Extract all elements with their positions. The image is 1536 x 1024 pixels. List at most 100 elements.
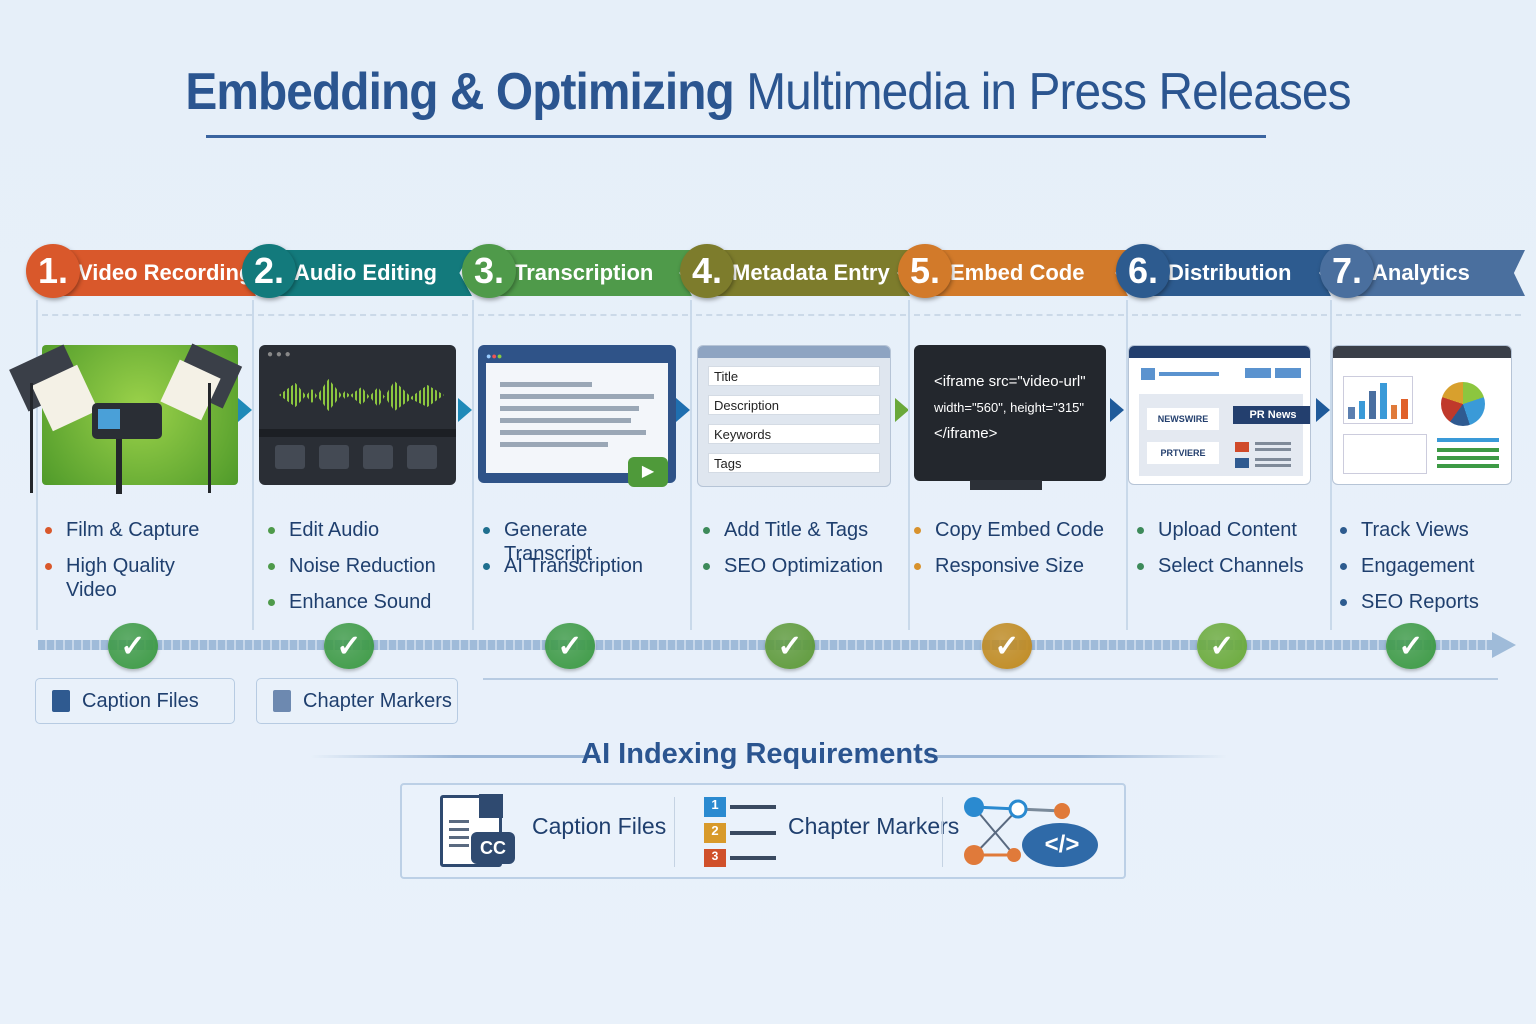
step-bullet: Edit Audio [268, 518, 458, 542]
metadata-tags-field: Tags [708, 453, 880, 473]
network-graph-icon [964, 797, 1098, 867]
chapter-list-icon: 1 2 3 [704, 797, 776, 867]
bullet-text: High Quality Video [66, 555, 175, 601]
network-code-icon: </> [962, 793, 1102, 873]
step-number-7: 7. [1320, 244, 1374, 298]
dashed-divider [1132, 314, 1327, 316]
step-complete-check-icon: ✓ [1197, 623, 1247, 669]
bullet-dot [1340, 527, 1347, 534]
bullet-text: Select Channels [1158, 555, 1304, 577]
bullet-text: Noise Reduction [289, 555, 436, 577]
step-number-2: 2. [242, 244, 296, 298]
flow-arrow-icon [895, 398, 909, 422]
caption-file-cc-icon: CC [440, 794, 515, 867]
bullet-dot [1137, 563, 1144, 570]
ai-chapter-markers-label: Chapter Markers [788, 813, 960, 839]
line-chart-icon [1343, 434, 1427, 474]
step-bullet: Upload Content [1137, 518, 1327, 542]
bullet-dot [1137, 527, 1144, 534]
column-divider [908, 300, 910, 630]
metadata-keywords-field: Keywords [708, 424, 880, 444]
code-brackets-label: </> [1044, 831, 1080, 858]
step-complete-check-icon: ✓ [1386, 623, 1436, 669]
step-number-5: 5. [898, 244, 952, 298]
volume-button-icon [319, 445, 349, 469]
column-divider [36, 300, 38, 630]
step-complete-check-icon: ✓ [545, 623, 595, 669]
chapter-markers-label: Chapter Markers [303, 689, 452, 712]
metadata-title-field: Title [708, 366, 880, 386]
bullet-text: Generate Transcript [504, 519, 593, 565]
bullet-text: Engagement [1361, 555, 1475, 577]
distribution-browser-illustration: NEWSWIRE PR News PRTVIERE [1128, 345, 1311, 485]
step-banner-1: Video Recording [46, 250, 256, 296]
chapter-number-1: 1 [704, 797, 726, 817]
title-underline [206, 135, 1266, 138]
step-label: Analytics [1372, 260, 1470, 285]
dashed-divider [42, 314, 252, 316]
step-bullet: Track Views [1340, 518, 1530, 542]
ai-caption-files-label: Caption Files [532, 813, 667, 839]
step-banner-5: Embed Code [918, 250, 1128, 296]
ai-indexing-panel: CC Caption Files 1 2 3 Chapter Markers <… [400, 783, 1126, 879]
step-bullet: SEO Optimization [703, 554, 893, 578]
step-label: Metadata Entry [732, 260, 890, 285]
step-label: Transcription [514, 260, 654, 285]
step-number-1: 1. [26, 244, 80, 298]
flow-arrow-icon [458, 398, 472, 422]
step-label: Embed Code [950, 260, 1085, 285]
flow-arrow-icon [1110, 398, 1124, 422]
step-number-4: 4. [680, 244, 734, 298]
page-title: Embedding & Optimizing Multimedia in Pre… [61, 62, 1474, 122]
column-divider [1126, 300, 1128, 630]
ai-indexing-title: AI Indexing Requirements [581, 738, 939, 770]
bar-chart-icon [1343, 376, 1413, 424]
bullet-text: AI Transcription [504, 555, 643, 577]
divider [483, 678, 1498, 680]
video-recording-illustration [0, 343, 243, 498]
step-bullet: SEO Reports [1340, 590, 1530, 614]
step-bullet: Select Channels [1137, 554, 1327, 578]
waveform [279, 379, 444, 411]
bullet-text: Responsive Size [935, 555, 1084, 577]
bullet-text: Enhance Sound [289, 591, 432, 613]
bullet-dot [914, 563, 921, 570]
bullet-text: Track Views [1361, 519, 1469, 541]
bullet-dot [268, 599, 275, 606]
chapter-number-2: 2 [704, 823, 726, 843]
bullet-text: Film & Capture [66, 519, 200, 541]
step-label: Video Recording [78, 260, 253, 285]
audio-editor-illustration: ● ● ● [259, 345, 456, 485]
step-complete-check-icon: ✓ [765, 623, 815, 669]
metadata-form-illustration: Title Description Keywords Tags [697, 345, 891, 487]
bullet-text: SEO Reports [1361, 591, 1479, 613]
step-label: Distribution [1168, 260, 1292, 285]
embed-code-screen: <iframe src="video-url" width="560", hei… [914, 345, 1106, 481]
bullet-dot [1340, 599, 1347, 606]
embed-code-line-2: width="560", height="315" [934, 400, 1085, 415]
step-complete-check-icon: ✓ [108, 623, 158, 669]
bullet-dot [268, 563, 275, 570]
column-divider [690, 300, 692, 630]
bullet-dot [45, 527, 52, 534]
step-bullet: Film & Capture [45, 518, 235, 542]
bullet-text: SEO Optimization [724, 555, 883, 577]
dashed-divider [696, 314, 906, 316]
step-complete-check-icon: ✓ [324, 623, 374, 669]
bullet-dot [268, 527, 275, 534]
reel-button-icon [407, 445, 437, 469]
title-part-1: Embedding & Optimizing [185, 63, 734, 121]
column-divider [472, 300, 474, 630]
column-divider [252, 300, 254, 630]
divider-left [310, 755, 600, 758]
play-button-icon: ▶ [628, 457, 668, 487]
step-complete-check-icon: ✓ [982, 623, 1032, 669]
step-banner-3: Transcription [482, 250, 692, 296]
camera-icon [92, 403, 162, 439]
bullet-text: Copy Embed Code [935, 519, 1104, 541]
effects-button-icon [275, 445, 305, 469]
bullet-dot [703, 563, 710, 570]
timeline-arrow-head [1492, 632, 1516, 658]
chapter-markers-chip: Chapter Markers [256, 678, 458, 724]
dashed-divider [478, 314, 688, 316]
